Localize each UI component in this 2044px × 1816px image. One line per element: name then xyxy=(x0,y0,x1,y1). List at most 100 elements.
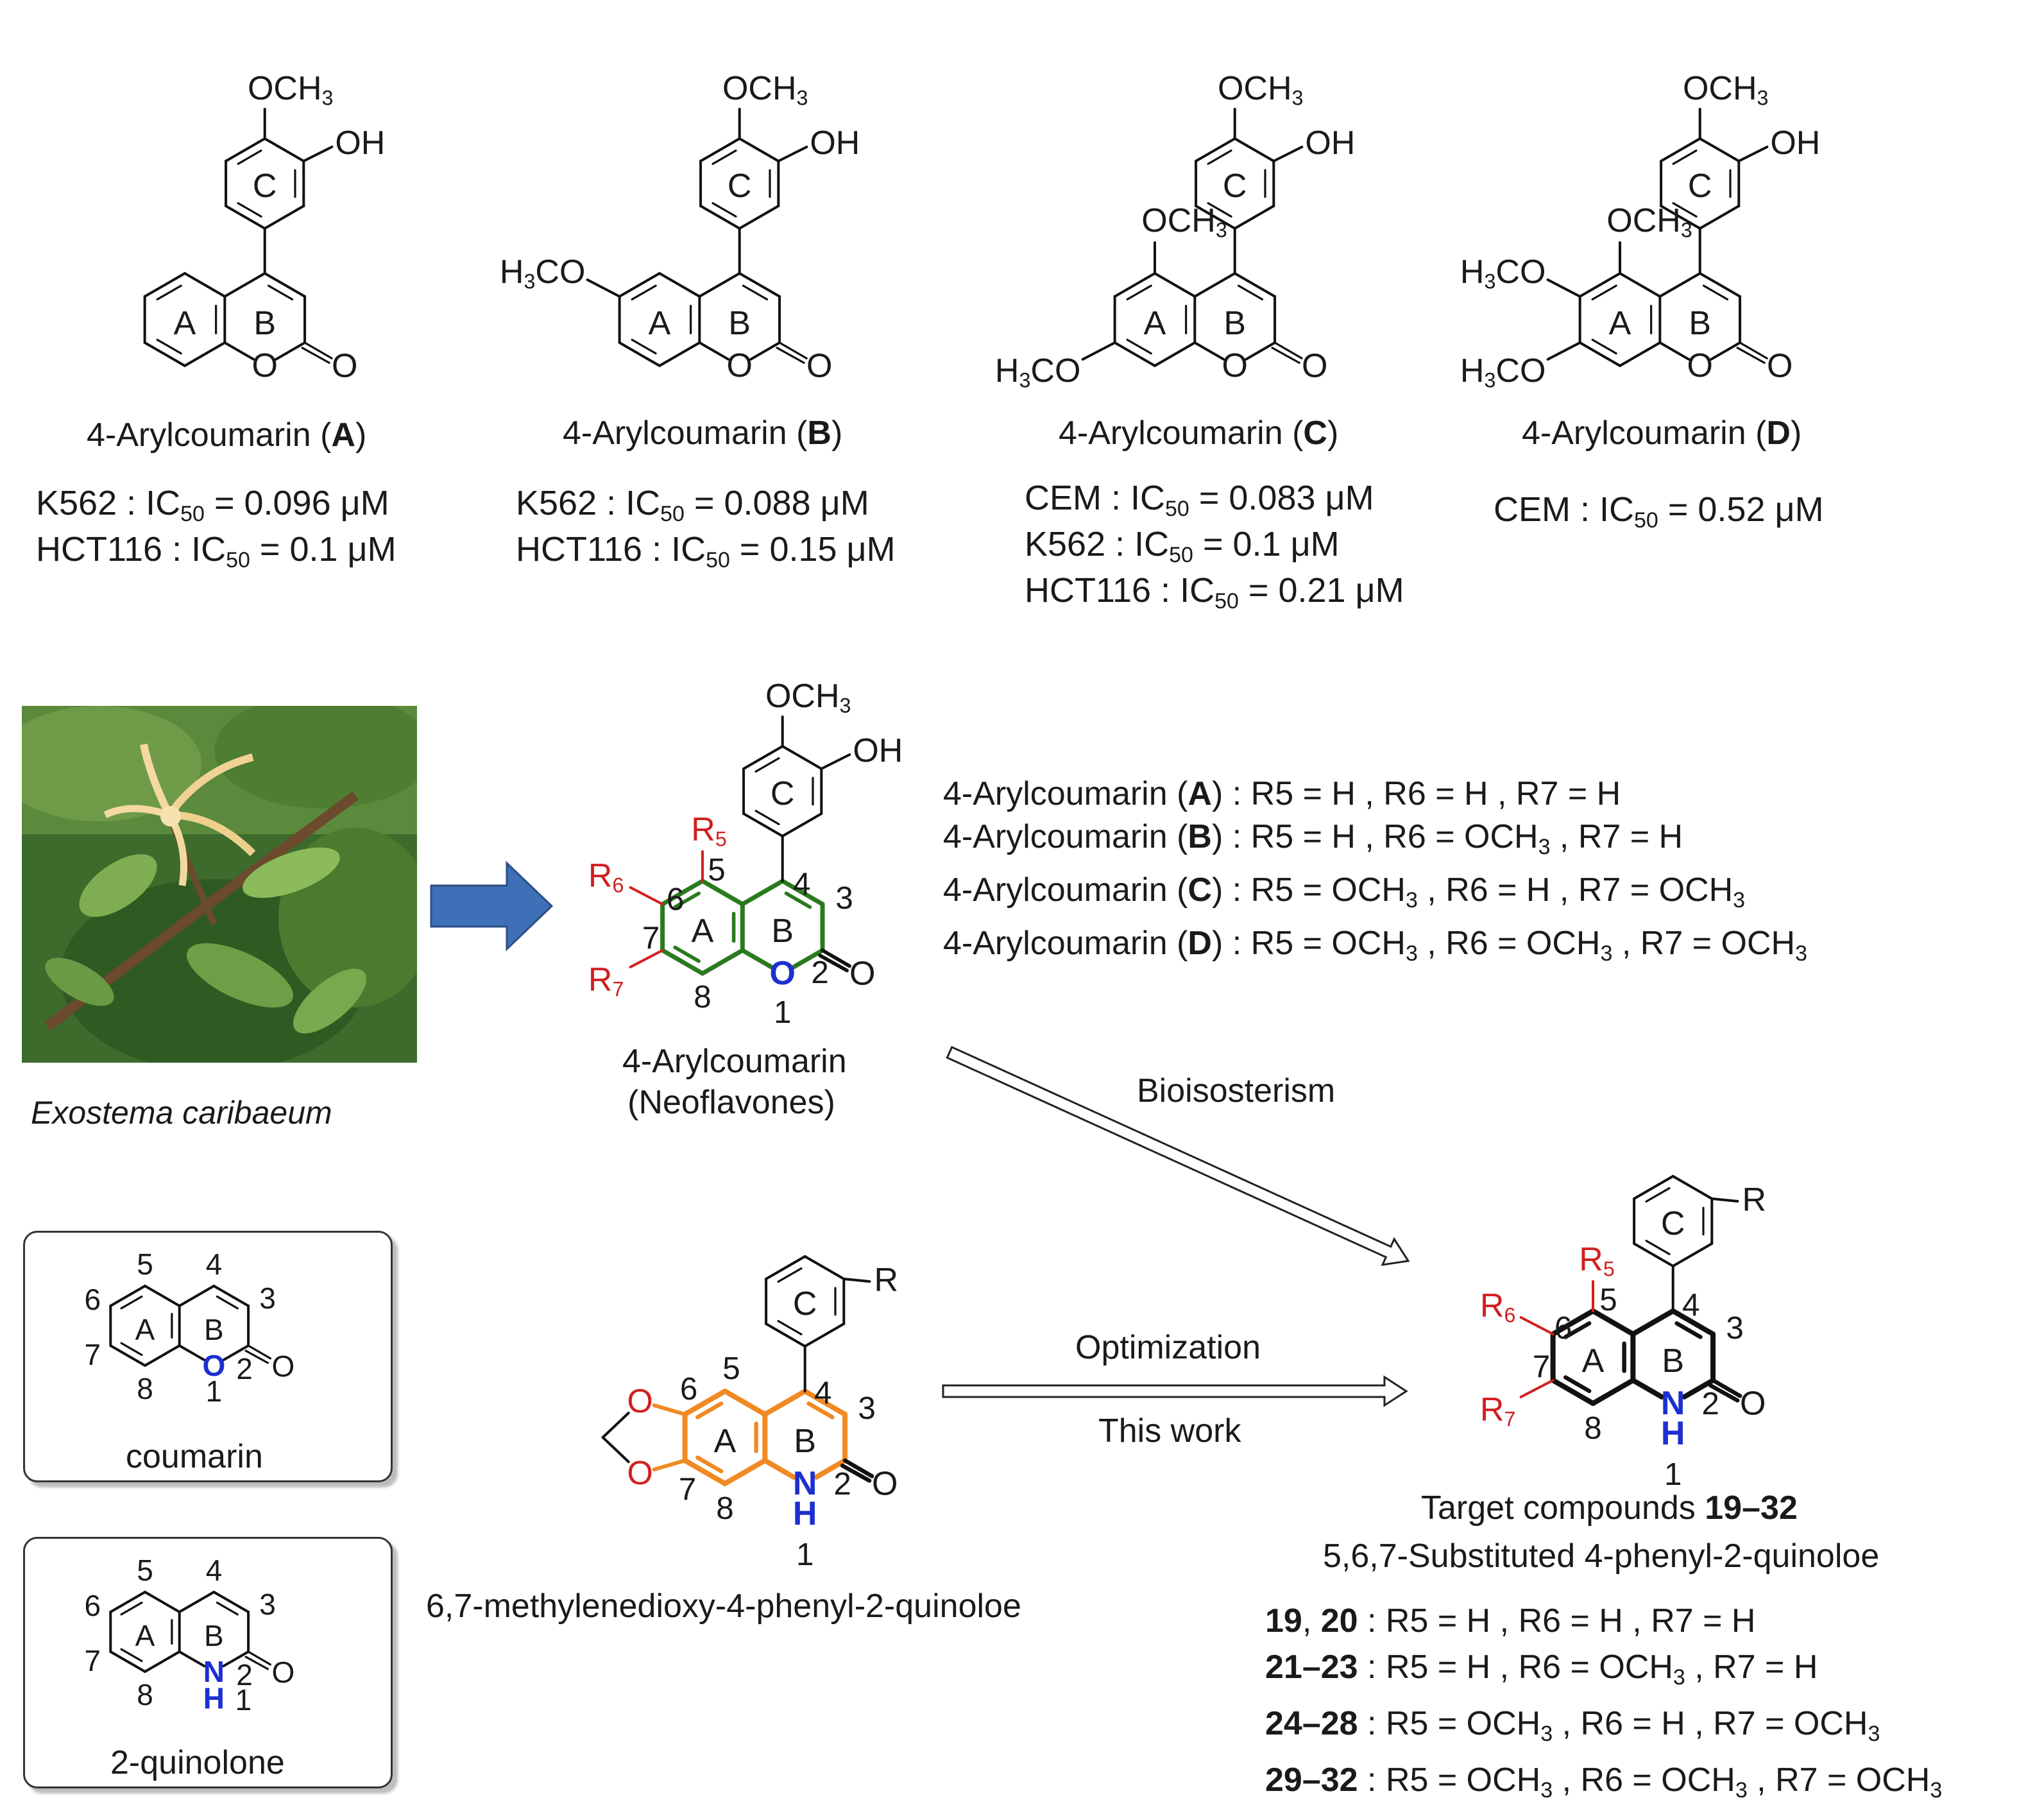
bioisosterism-label: Bioisosterism xyxy=(1137,1072,1336,1109)
position-6: 6 xyxy=(680,1371,697,1407)
position-5: 5 xyxy=(137,1554,153,1587)
carbonyl-bond xyxy=(244,1656,269,1670)
ring-label-a: A xyxy=(1609,305,1631,342)
position-2: 2 xyxy=(1701,1386,1719,1421)
ring-b-bond xyxy=(1193,272,1236,298)
neoflavone-label: 4-Arylcoumarin (Neoflavones) xyxy=(622,1043,847,1121)
ring-c-bond xyxy=(1660,205,1701,230)
ring-nitrogen: N xyxy=(1661,1385,1685,1422)
position-3: 3 xyxy=(835,880,853,916)
ic50-row: K562 : IC50 = 0.096 μM xyxy=(36,484,389,526)
ring-a-bond xyxy=(660,948,705,976)
ring-b-bond xyxy=(216,1601,239,1616)
ring-a-bond xyxy=(1154,272,1197,298)
position-4: 4 xyxy=(814,1375,831,1410)
substitution-row: 4-Arylcoumarin (A) : R5 = H , R6 = H , R… xyxy=(943,775,1621,812)
ring-c-bond xyxy=(738,205,780,230)
ring-c-bond xyxy=(1645,1187,1671,1203)
ring-a-bond xyxy=(1591,338,1617,355)
carbonyl-bond xyxy=(247,1344,272,1360)
ic50-row: HCT116 : IC50 = 0.21 μM xyxy=(1025,571,1404,613)
ring-b-bond xyxy=(1658,341,1691,361)
position-7: 7 xyxy=(642,920,660,955)
ring-b-bond xyxy=(813,1458,848,1480)
ring-c-bond xyxy=(237,201,262,218)
position-6: 6 xyxy=(85,1589,101,1622)
position-4: 4 xyxy=(1682,1287,1699,1323)
hydroxyl-bond xyxy=(1272,146,1304,162)
ring-a-bond xyxy=(1591,284,1617,301)
ring-c-bond xyxy=(754,757,780,773)
ring-b-bond xyxy=(1710,341,1742,361)
ring-nitrogen: N xyxy=(203,1655,225,1688)
ring-b-bond xyxy=(780,878,825,907)
position-1: 1 xyxy=(235,1683,252,1717)
methoxy-bond xyxy=(1081,341,1116,361)
ring-a-bond xyxy=(700,948,745,976)
coumarin-caption: coumarin xyxy=(126,1438,263,1475)
ring-c-bond xyxy=(1672,150,1698,166)
optimization-label: Optimization xyxy=(1075,1329,1261,1366)
ring-a-bond xyxy=(695,1455,724,1473)
ring-a-bond xyxy=(1619,272,1662,298)
hydroxyl-bond xyxy=(777,146,808,162)
carbonyl-oxygen: O xyxy=(1302,347,1327,384)
carbonyl-bond xyxy=(1273,341,1303,360)
ring-a-bond xyxy=(1126,338,1152,355)
carbonyl-bond xyxy=(1271,347,1300,364)
position-3: 3 xyxy=(259,1281,276,1315)
carbonyl-bond xyxy=(842,1458,874,1478)
ic50-row: CEM : IC50 = 0.52 μM xyxy=(1494,490,1824,533)
carbonyl-bond xyxy=(301,347,330,364)
ring-c-bond xyxy=(1633,1175,1674,1200)
position-3: 3 xyxy=(1726,1310,1743,1346)
substitution-row: 4-Arylcoumarin (D) : R5 = OCH3 , R6 = OC… xyxy=(943,925,1807,966)
carbonyl-bond xyxy=(247,1650,272,1666)
methoxy-label: OCH3 xyxy=(1606,202,1692,242)
ring-c-bond xyxy=(742,745,784,770)
ring-a-bond xyxy=(1550,1378,1596,1406)
ring-label-b: B xyxy=(794,1423,816,1460)
target-row: 21–23 : R5 = H , R6 = OCH3 , R7 = H xyxy=(1265,1649,1818,1690)
ring-b-bond xyxy=(802,1389,848,1417)
r-label: R xyxy=(1742,1181,1767,1219)
ring-b-bond xyxy=(1698,272,1742,298)
dioxy-oxygen: O xyxy=(627,1455,652,1492)
ring-b-bond xyxy=(738,272,781,298)
hydroxyl-label: OH xyxy=(1770,124,1820,162)
ring-a-bond xyxy=(631,338,657,355)
ring-c-bond xyxy=(1207,150,1232,166)
carbonyl-bond xyxy=(821,948,851,968)
plant-caption: Exostema caribaeum xyxy=(31,1095,332,1131)
ring-c-bond xyxy=(699,205,741,230)
ring-c-bond xyxy=(742,812,784,837)
methoxy-label: OCH3 xyxy=(765,678,851,717)
ring-c-bond xyxy=(1672,201,1698,218)
ring-a-bond xyxy=(660,878,705,907)
ring-a-bond xyxy=(1126,284,1152,301)
ring-a-bond xyxy=(120,1601,143,1616)
bioisosterism-arrow xyxy=(946,1045,1410,1266)
r7-bond xyxy=(629,949,664,968)
ring-a-bond xyxy=(1578,272,1621,298)
position-7: 7 xyxy=(85,1644,101,1677)
ic50-row: K562 : IC50 = 0.1 μM xyxy=(1025,525,1340,567)
target-row: 19, 20 : R5 = H , R6 = H , R7 = H xyxy=(1265,1602,1756,1640)
methoxy-label: H3CO xyxy=(1460,352,1546,392)
methoxy-bond xyxy=(586,278,621,298)
coumarin-substitution-list: 4-Arylcoumarin (A) : R5 = H , R6 = H , R… xyxy=(943,773,1807,975)
ring-b-bond xyxy=(1233,272,1277,298)
position-7: 7 xyxy=(1533,1349,1550,1384)
ring-a-bond xyxy=(109,1344,146,1367)
optimization-arrow xyxy=(942,1375,1408,1407)
ring-a-bond xyxy=(722,1389,768,1417)
ring-label-a: A xyxy=(135,1313,155,1346)
ic50-list-b: K562 : IC50 = 0.088 μM HCT116 : IC50 = 0… xyxy=(516,480,896,572)
quinolone-box xyxy=(23,1537,393,1788)
ring-c-bond xyxy=(1195,137,1236,162)
ring-b-bond xyxy=(222,1650,250,1668)
ring-a-bond xyxy=(673,945,701,963)
substitution-row: 4-Arylcoumarin (C) : R5 = OCH3 , R6 = H … xyxy=(943,871,1746,912)
ring-b-bond xyxy=(212,1591,250,1613)
ring-b-bond xyxy=(1630,1308,1676,1337)
